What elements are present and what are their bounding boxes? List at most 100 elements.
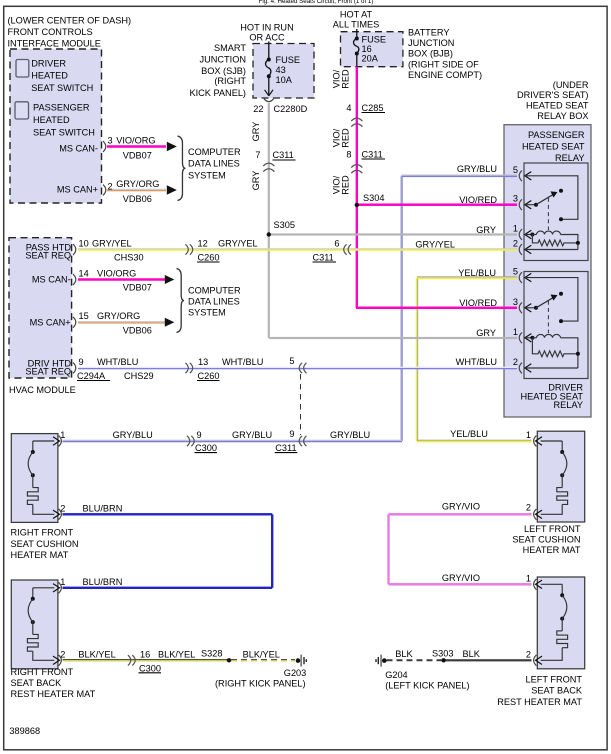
svg-text:BLK: BLK	[395, 649, 413, 659]
svg-text:GRY/BLU: GRY/BLU	[457, 164, 497, 174]
svg-text:9: 9	[197, 430, 202, 440]
svg-text:C300: C300	[195, 443, 217, 453]
svg-text:MS CAN-: MS CAN-	[32, 275, 71, 285]
svg-text:SEAT BACK: SEAT BACK	[11, 678, 63, 688]
svg-text:C260: C260	[198, 371, 220, 381]
svg-text:(RIGHT SIDE OF: (RIGHT SIDE OF	[408, 59, 479, 69]
svg-text:VIO/RED: VIO/RED	[459, 298, 497, 308]
svg-text:BLK/YEL: BLK/YEL	[78, 649, 115, 659]
svg-text:C311: C311	[275, 443, 296, 453]
svg-text:(UNDER: (UNDER	[553, 80, 589, 90]
svg-text:MS CAN+: MS CAN+	[30, 318, 71, 328]
svg-text:2: 2	[526, 649, 531, 659]
svg-text:2: 2	[60, 503, 65, 513]
svg-text:16: 16	[140, 649, 150, 659]
svg-text:DRIVER: DRIVER	[548, 383, 583, 393]
svg-text:8: 8	[346, 150, 351, 160]
svg-text:WHT/BLU: WHT/BLU	[97, 357, 138, 367]
svg-text:FRONT CONTROLS: FRONT CONTROLS	[8, 27, 93, 37]
svg-text:GRY/ORG: GRY/ORG	[97, 311, 140, 321]
svg-text:2: 2	[513, 239, 518, 249]
svg-text:3: 3	[513, 194, 518, 204]
svg-text:REST HEATER MAT: REST HEATER MAT	[11, 689, 96, 699]
svg-text:BLU/BRN: BLU/BRN	[83, 503, 123, 513]
svg-text:22: 22	[253, 104, 263, 114]
svg-text:15: 15	[79, 311, 89, 321]
svg-text:SYSTEM: SYSTEM	[188, 170, 226, 180]
svg-text:ENGINE COMPT): ENGINE COMPT)	[408, 70, 482, 80]
svg-text:5: 5	[513, 165, 518, 175]
svg-text:VDB07: VDB07	[123, 151, 152, 161]
svg-text:G204: G204	[385, 670, 407, 680]
svg-text:1: 1	[526, 430, 531, 440]
svg-text:SMART: SMART	[214, 43, 246, 53]
svg-text:(RIGHT KICK PANEL): (RIGHT KICK PANEL)	[215, 679, 306, 689]
svg-text:1: 1	[513, 224, 518, 234]
svg-text:OR ACC: OR ACC	[249, 33, 285, 43]
svg-text:HEATED: HEATED	[33, 115, 70, 125]
svg-text:HEATED SEAT: HEATED SEAT	[522, 142, 585, 152]
svg-text:9: 9	[79, 357, 84, 367]
svg-text:10: 10	[79, 239, 89, 249]
svg-text:C311: C311	[362, 150, 383, 160]
svg-text:C311: C311	[273, 150, 294, 160]
svg-text:2: 2	[60, 649, 65, 659]
svg-text:13: 13	[198, 357, 208, 367]
svg-text:HVAC MODULE: HVAC MODULE	[9, 385, 76, 395]
svg-text:RIGHT FRONT: RIGHT FRONT	[11, 667, 74, 677]
svg-text:3: 3	[513, 297, 518, 307]
svg-text:INTERFACE MODULE: INTERFACE MODULE	[8, 38, 101, 48]
svg-text:YEL/BLU: YEL/BLU	[458, 268, 496, 278]
svg-text:VIO/RED: VIO/RED	[459, 195, 497, 205]
svg-text:DRIVER: DRIVER	[31, 59, 66, 69]
svg-text:1: 1	[513, 327, 518, 337]
svg-text:BOX (BJB): BOX (BJB)	[408, 49, 453, 59]
svg-text:2: 2	[526, 503, 531, 513]
svg-text:LEFT FRONT: LEFT FRONT	[526, 675, 583, 685]
svg-text:2: 2	[108, 181, 113, 191]
svg-text:1: 1	[526, 573, 531, 583]
svg-text:JUNCTION: JUNCTION	[200, 55, 246, 65]
svg-text:WHT/BLU: WHT/BLU	[222, 357, 263, 367]
svg-text:COMPUTER: COMPUTER	[188, 285, 241, 295]
svg-text:RELAY BOX: RELAY BOX	[537, 111, 588, 121]
svg-text:GRY/YEL: GRY/YEL	[415, 239, 455, 249]
svg-text:2: 2	[513, 357, 518, 367]
svg-text:COMPUTER: COMPUTER	[188, 147, 241, 157]
svg-text:KICK PANEL): KICK PANEL)	[189, 88, 246, 98]
svg-text:CHS30: CHS30	[114, 253, 144, 263]
svg-text:VIO/ORG: VIO/ORG	[97, 269, 136, 279]
svg-text:6: 6	[334, 239, 339, 249]
svg-text:16: 16	[362, 44, 372, 54]
svg-text:MS CAN-: MS CAN-	[59, 143, 98, 153]
svg-text:SEAT SWITCH: SEAT SWITCH	[31, 83, 93, 93]
svg-text:G203: G203	[284, 668, 306, 678]
svg-text:RIGHT FRONT: RIGHT FRONT	[11, 528, 74, 538]
svg-text:BLU/BRN: BLU/BRN	[83, 577, 123, 587]
svg-text:YEL/BLU: YEL/BLU	[450, 429, 488, 439]
svg-text:GRY/BLU: GRY/BLU	[232, 430, 272, 440]
svg-text:RELAY: RELAY	[555, 153, 584, 163]
svg-text:VDB06: VDB06	[123, 194, 152, 204]
svg-text:ALL TIMES: ALL TIMES	[333, 20, 379, 30]
svg-text:C2280D: C2280D	[274, 104, 308, 114]
svg-text:7: 7	[255, 150, 260, 160]
svg-text:GRY/VIO: GRY/VIO	[442, 502, 480, 512]
svg-text:BOX (SJB): BOX (SJB)	[201, 66, 246, 76]
svg-text:RELAY: RELAY	[554, 400, 583, 410]
svg-text:1: 1	[60, 577, 65, 587]
svg-text:5: 5	[289, 356, 294, 366]
svg-text:S305: S305	[274, 220, 295, 230]
svg-text:JUNCTION: JUNCTION	[408, 38, 454, 48]
svg-text:DATA LINES: DATA LINES	[188, 297, 240, 307]
svg-text:GRY/YEL: GRY/YEL	[92, 239, 132, 249]
svg-text:GRY: GRY	[251, 122, 261, 142]
svg-text:SEAT CUSHION: SEAT CUSHION	[11, 539, 79, 549]
svg-text:(LOWER CENTER OF DASH): (LOWER CENTER OF DASH)	[8, 16, 132, 26]
svg-text:REST HEATER MAT: REST HEATER MAT	[497, 697, 582, 707]
svg-text:(RIGHT: (RIGHT	[214, 76, 246, 86]
svg-text:SYSTEM: SYSTEM	[188, 307, 226, 317]
svg-text:PASSENGER: PASSENGER	[528, 130, 585, 140]
svg-text:SEAT REQ: SEAT REQ	[25, 367, 71, 377]
svg-text:C300: C300	[139, 663, 161, 673]
